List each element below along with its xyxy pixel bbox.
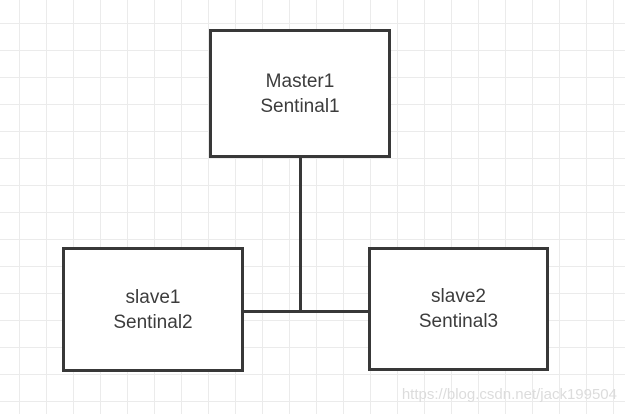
edge-slave1-to-slave2 [244,310,368,313]
node-slave2: slave2 Sentinal3 [368,247,549,371]
node-slave2-label-line1: slave2 [431,286,486,307]
watermark: https://blog.csdn.net/jack199504 [401,386,617,403]
node-slave2-label-line2: Sentinal3 [418,311,499,332]
edge-master-to-slaves [299,158,302,311]
node-master-label-line2: Sentinal1 [260,95,340,117]
node-master-label-line1: Master1 [265,70,335,92]
node-slave1-label-line1: slave1 [125,286,181,308]
node-master: Master1 Sentinal1 [209,29,391,158]
node-slave1-label-line2: Sentinal2 [113,311,193,333]
node-slave1: slave1 Sentinal2 [62,247,244,372]
